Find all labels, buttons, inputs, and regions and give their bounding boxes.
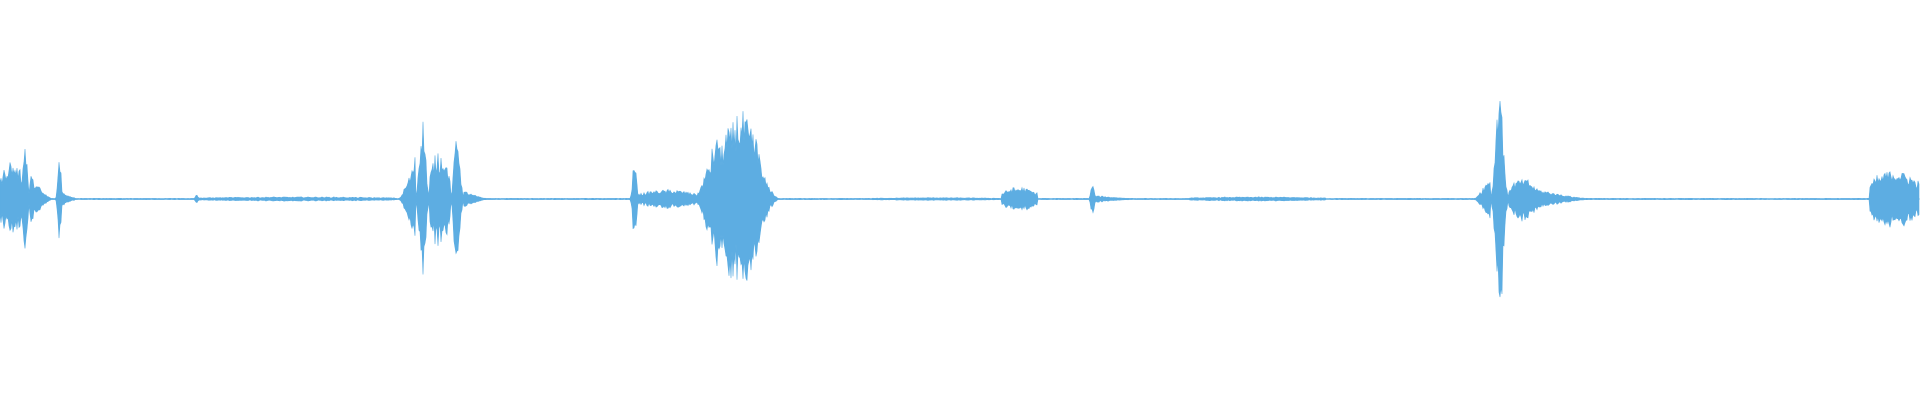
waveform-envelope: [0, 100, 1920, 298]
